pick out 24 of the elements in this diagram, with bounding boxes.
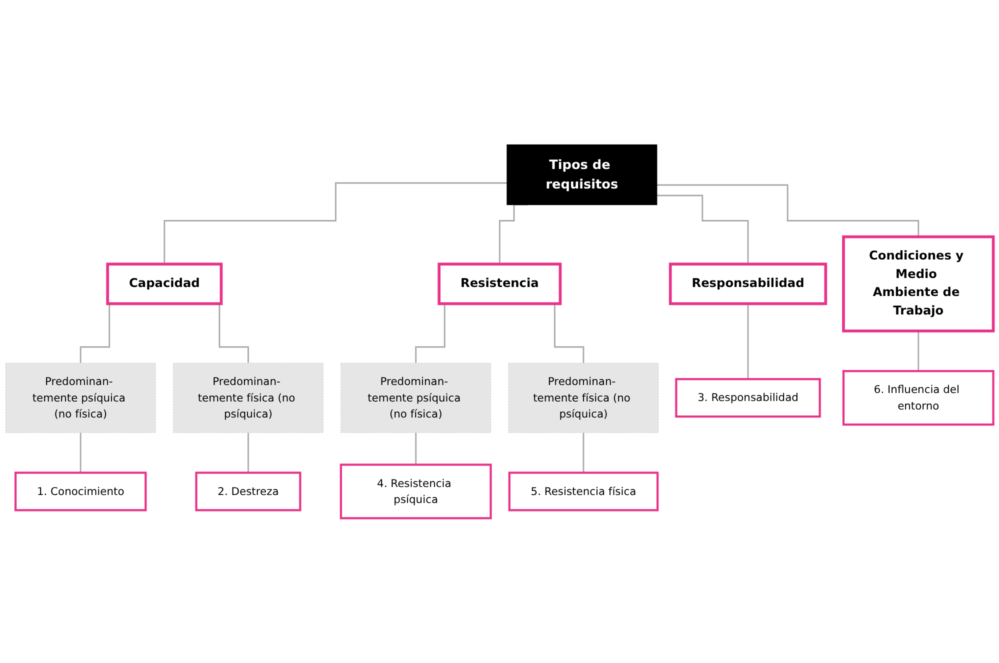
node-box: Resistencia [438, 262, 562, 306]
node-box: Predominan- temente psíquica (no física) [340, 362, 492, 433]
connector [248, 432, 249, 474]
node-box: 3. Responsabilidad [675, 378, 821, 418]
connector [164, 182, 508, 265]
node-box: 6. Influencia del entorno [842, 370, 994, 426]
node-box: Tipos de requisitos [506, 144, 658, 206]
node-box: Predominan- temente física (no psíquica) [172, 362, 324, 433]
connector [656, 194, 749, 265]
node-box: 2. Destreza [195, 472, 302, 512]
node-box: Capacidad [106, 262, 223, 306]
node-box: 4. Resistencia psíquica [340, 464, 492, 520]
connector [747, 302, 749, 380]
node-box: Predominan- temente psíquica (no física) [5, 362, 156, 433]
node-box: Condiciones y Medio Ambiente de Trabajo [842, 235, 995, 332]
node-box: 1. Conocimiento [14, 472, 147, 512]
connector [918, 330, 920, 372]
node-box: 5. Resistencia física [508, 472, 659, 512]
connector [80, 432, 82, 474]
node-box: Predominan- temente física (no psíquica) [508, 362, 659, 433]
node-box: Responsabilidad [668, 262, 828, 306]
connector [582, 432, 584, 474]
connector [656, 184, 920, 238]
connector [415, 432, 417, 466]
